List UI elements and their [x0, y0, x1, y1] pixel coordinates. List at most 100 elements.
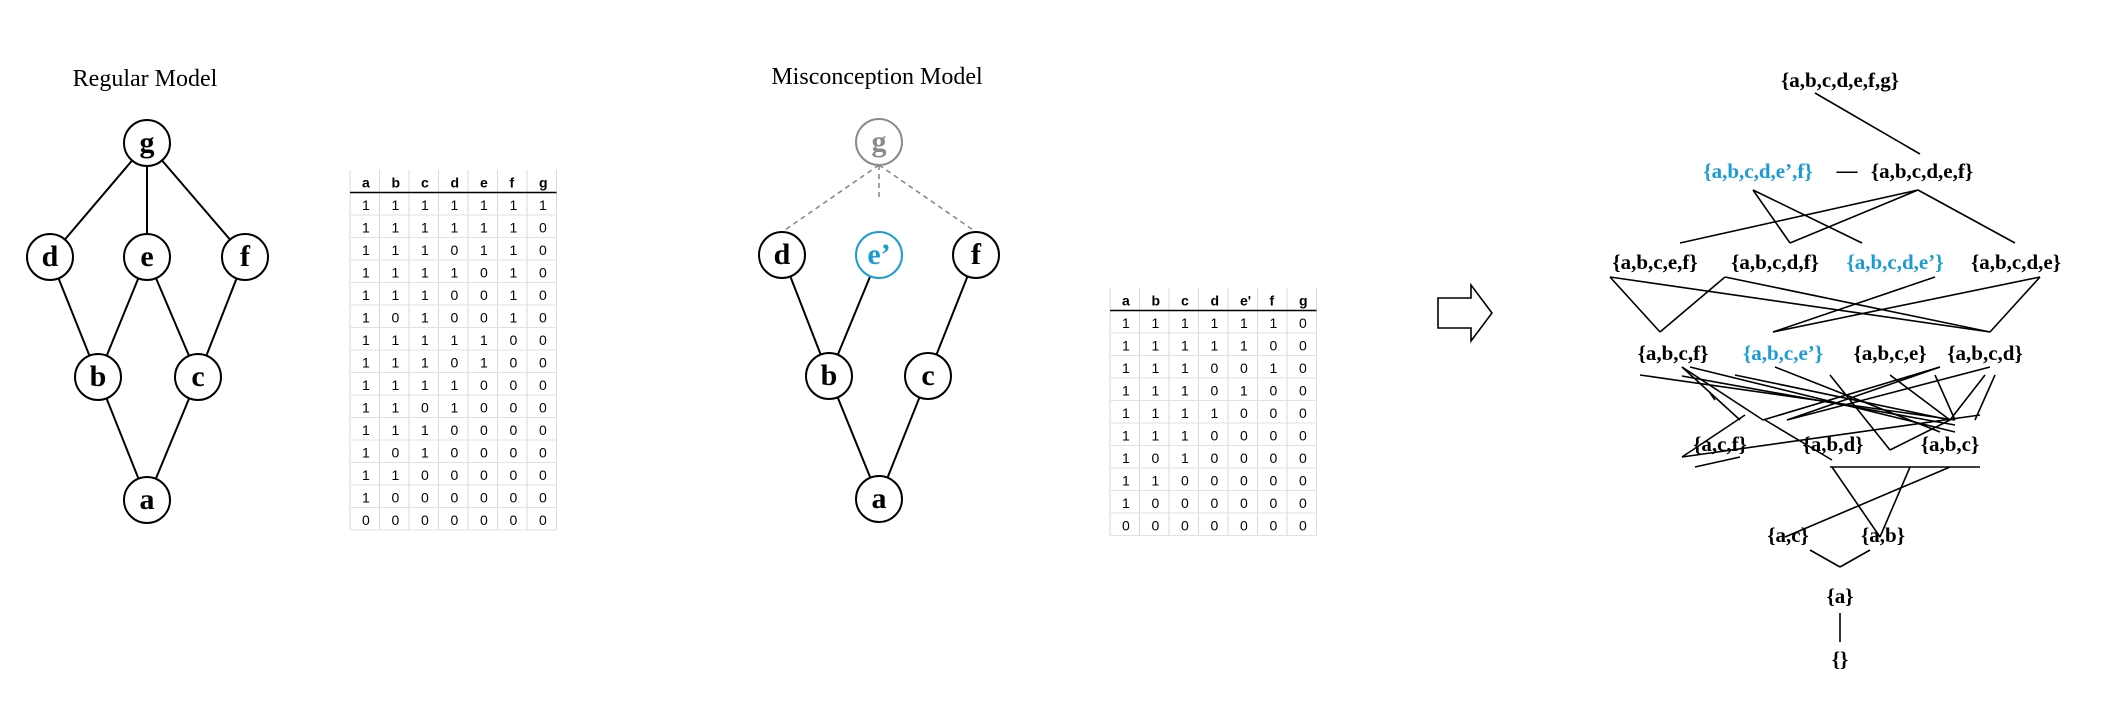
table-cell: 1 — [392, 220, 400, 236]
regular-model: Regular Model g d e — [26, 66, 557, 531]
table-cell: 1 — [451, 332, 459, 348]
table-header-cell: d — [451, 175, 460, 191]
table-cell: 1 — [362, 355, 370, 371]
table-cell: 1 — [480, 197, 488, 213]
table-cell: 0 — [1299, 315, 1307, 331]
lattice-node-empty: {} — [1832, 647, 1849, 671]
table-header-cell: e' — [1240, 293, 1251, 309]
table-cell: 0 — [1270, 518, 1278, 534]
node-circle — [123, 476, 171, 524]
table-cell: 1 — [510, 242, 518, 258]
table-cell: 1 — [1122, 360, 1130, 376]
table-cell: 0 — [539, 310, 547, 326]
table-cell: 0 — [392, 490, 400, 506]
lattice-edge — [1659, 276, 1726, 333]
table-cell: 1 — [510, 265, 518, 281]
table-header-cell: f — [1270, 293, 1275, 309]
table-cell: 0 — [451, 512, 459, 528]
node-label: f — [240, 240, 251, 273]
table-cell: 1 — [480, 220, 488, 236]
node-circle — [805, 352, 853, 400]
lattice-edge — [1831, 466, 1881, 538]
table-cell: 1 — [1152, 428, 1160, 444]
table-header-cell: e — [480, 175, 488, 191]
table-cell: 0 — [1299, 495, 1307, 511]
table-cell: 1 — [1152, 315, 1160, 331]
dashed-edge-g-f — [878, 164, 977, 233]
node-label: e — [140, 240, 153, 273]
lattice-node-abcde: {a,b,c,d,e} — [1971, 250, 2061, 274]
lattice-edge — [1752, 189, 1791, 244]
node-circle — [123, 119, 171, 167]
table-cell: 1 — [1152, 473, 1160, 489]
table-cell: 0 — [510, 445, 518, 461]
lattice-node-abcdef: {a,b,c,d,e,f} — [1871, 159, 1973, 183]
table-cell: 0 — [510, 490, 518, 506]
table-cell: 0 — [539, 422, 547, 438]
table-cell: 1 — [451, 377, 459, 393]
table-cell: 0 — [421, 490, 429, 506]
node-circle — [26, 233, 74, 281]
table-cell: 0 — [1270, 383, 1278, 399]
table-cell: 1 — [1240, 338, 1248, 354]
table-cell: 1 — [421, 287, 429, 303]
table-cell: 0 — [392, 512, 400, 528]
table-cell: 1 — [362, 467, 370, 483]
table-cell: 1 — [1240, 383, 1248, 399]
table-cell: 1 — [362, 422, 370, 438]
table-cell: 0 — [510, 467, 518, 483]
lattice-edge — [1889, 374, 1951, 421]
regular-node-b: b — [74, 353, 122, 401]
table-cell: 0 — [1211, 383, 1219, 399]
table-cell: 0 — [1270, 473, 1278, 489]
table-cell: 0 — [451, 490, 459, 506]
lattice-edge — [1724, 276, 1991, 333]
lattice-node-abcd: {a,b,c,d} — [1947, 341, 2022, 365]
table-cell: 0 — [1270, 428, 1278, 444]
table-cell: 0 — [1270, 450, 1278, 466]
regular-node-g: g — [123, 119, 171, 167]
table-cell: 0 — [451, 467, 459, 483]
misconception-dashed-edges — [781, 164, 977, 233]
table-cell: 0 — [1299, 405, 1307, 421]
misconception-node-a: a — [855, 475, 903, 523]
misconception-node-g: g — [855, 118, 903, 166]
table-cell: 1 — [392, 467, 400, 483]
lattice-node-abcef: {a,b,c,e,f} — [1612, 250, 1697, 274]
table-cell: 0 — [1299, 450, 1307, 466]
node-label: d — [42, 240, 59, 273]
table-cell: 0 — [1240, 405, 1248, 421]
table-cell: 0 — [539, 220, 547, 236]
table-cell: 1 — [1122, 315, 1130, 331]
table-cell: 1 — [421, 310, 429, 326]
node-label: e’ — [867, 238, 890, 271]
table-cell: 1 — [1181, 360, 1189, 376]
lattice-node-top: {a,b,c,d,e,f,g} — [1781, 68, 1899, 92]
table-cell: 0 — [1122, 518, 1130, 534]
lattice-node-a: {a} — [1826, 584, 1853, 608]
table-cell: 1 — [451, 265, 459, 281]
table-cell: 0 — [421, 400, 429, 416]
node-circle — [855, 475, 903, 523]
table-cell: 1 — [421, 422, 429, 438]
node-circle — [758, 231, 806, 279]
table-cell: 1 — [1152, 360, 1160, 376]
regular-node-f: f — [221, 233, 269, 281]
table-cell: 1 — [1122, 428, 1130, 444]
table-cell: 1 — [1122, 495, 1130, 511]
table-cell: 1 — [480, 242, 488, 258]
table-header-cell: b — [392, 175, 401, 191]
table-cell: 1 — [1211, 405, 1219, 421]
lattice-edge — [1974, 374, 1996, 421]
misconception-nodes: g d e’ f b c a — [758, 118, 1000, 523]
table-cell: 0 — [421, 467, 429, 483]
lattice-edge — [1752, 189, 1863, 244]
lattice-edge — [1829, 374, 1891, 451]
table-cell: 1 — [421, 242, 429, 258]
table-cell: 0 — [1270, 495, 1278, 511]
table-cell: 0 — [451, 422, 459, 438]
table-header-cell: c — [1181, 293, 1189, 309]
table-cell: 0 — [1299, 473, 1307, 489]
lattice-edge — [1694, 456, 1741, 468]
lattice-edge — [1734, 374, 1951, 421]
